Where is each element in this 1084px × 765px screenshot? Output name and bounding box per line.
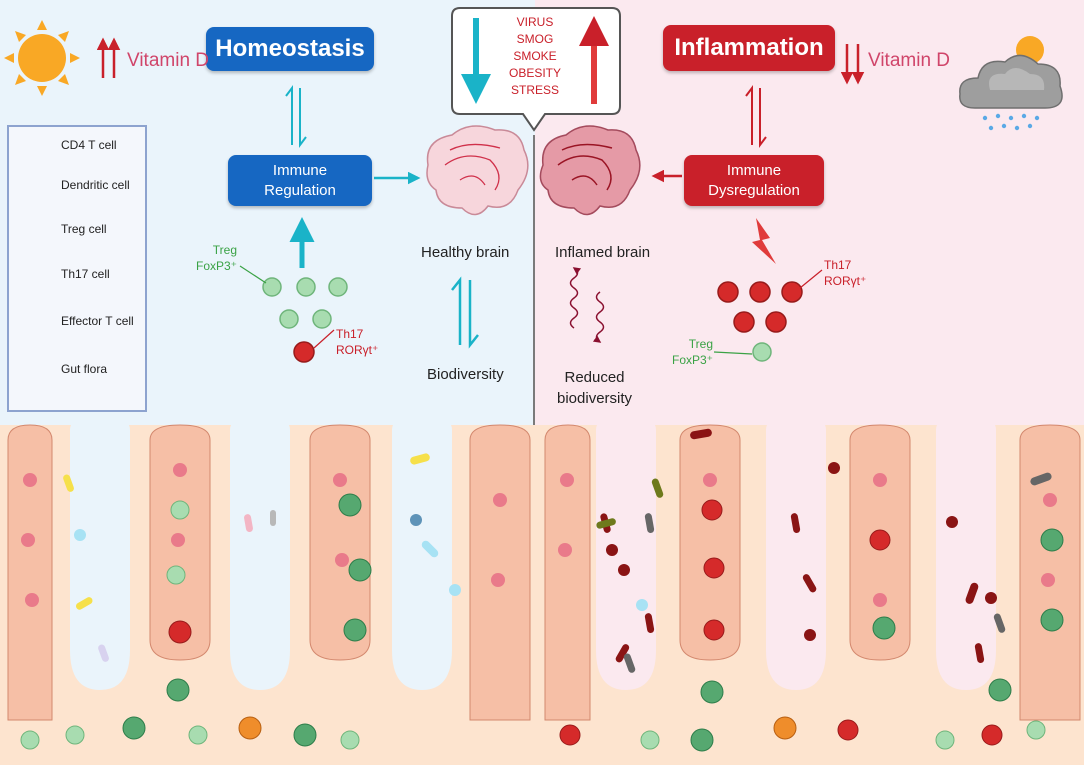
right-treg-marker: FoxP3⁺ xyxy=(672,353,714,367)
left-treg-pointer xyxy=(239,265,267,284)
left-th17-marker: RORγt⁺ xyxy=(336,343,379,357)
gut-villi-left xyxy=(0,415,535,765)
homeostasis-equilibrium-arrows xyxy=(285,85,307,148)
inflammation-box: Inflammation xyxy=(663,25,835,71)
immune-dysregulation-box: Immune Dysregulation xyxy=(684,155,824,206)
reduced-biodiversity-line-2: biodiversity xyxy=(557,390,633,407)
biodiversity-equilibrium-arrows xyxy=(451,276,479,349)
sun-icon xyxy=(4,20,80,96)
immune-dysregulation-line-1: Immune xyxy=(726,161,782,179)
inflammation-equilibrium-arrows xyxy=(745,85,767,148)
vitamin-d-down-arrows-icon xyxy=(840,44,865,85)
gut-villi-right xyxy=(535,415,1084,765)
right-cell-cluster xyxy=(717,281,803,362)
left-treg-name: Treg xyxy=(212,243,238,257)
rain-cloud-icon xyxy=(959,36,1063,131)
vitamin-d-label-right: Vitamin D xyxy=(868,50,951,71)
lightning-icon xyxy=(752,218,776,264)
healthy-brain-label: Healthy brain xyxy=(421,244,510,261)
legend-dendritic-cell: Dendritic cell xyxy=(61,178,130,192)
left-treg-label: Treg FoxP3⁺ xyxy=(196,242,237,274)
immune-dysregulation-line-2: Dysregulation xyxy=(708,181,800,199)
right-treg-pointer xyxy=(713,351,753,355)
left-treg-marker: FoxP3⁺ xyxy=(196,259,238,273)
immune-regulation-line-2: Regulation xyxy=(264,181,336,199)
homeostasis-title: Homeostasis xyxy=(215,35,365,62)
right-th17-pointer xyxy=(799,269,823,289)
factor-smog: SMOG xyxy=(516,32,554,46)
right-th17-marker: RORγt⁺ xyxy=(824,274,867,288)
inflammation-title: Inflammation xyxy=(674,34,824,61)
left-th17-pointer xyxy=(313,329,335,349)
environmental-factor-list: VIRUS SMOG SMOKE OBESITY STRESS xyxy=(503,14,567,99)
healthy-brain-icon xyxy=(426,125,529,216)
factor-virus: VIRUS xyxy=(516,15,554,29)
legend-treg-cell: Treg cell xyxy=(61,222,107,236)
left-cell-cluster xyxy=(262,277,348,363)
homeostasis-box: Homeostasis xyxy=(206,27,374,71)
legend-gut-flora: Gut flora xyxy=(61,362,108,376)
biodiversity-label: Biodiversity xyxy=(427,366,504,383)
vitamin-d-label-left: Vitamin D xyxy=(127,50,210,71)
inflamed-brain-label: Inflamed brain xyxy=(555,244,651,261)
right-treg-name: Treg xyxy=(688,337,714,351)
reduced-biodiversity-wave-arrows xyxy=(569,267,605,343)
right-treg-label: Treg FoxP3⁺ xyxy=(672,336,713,368)
legend: CD4 T cell Dendritic cell Treg cell Th17… xyxy=(7,125,147,412)
left-th17-name: Th17 xyxy=(336,327,364,341)
environmental-factors-callout xyxy=(451,7,621,132)
factor-obesity: OBESITY xyxy=(508,66,561,80)
left-th17-label: Th17 RORγt⁺ xyxy=(336,326,378,358)
vitamin-d-up-arrows-icon xyxy=(96,37,121,78)
factor-smoke: SMOKE xyxy=(513,49,557,63)
right-th17-label: Th17 RORγt⁺ xyxy=(824,257,866,289)
legend-effector-t-cell: Effector T cell xyxy=(61,314,134,328)
immune-regulation-line-1: Immune xyxy=(272,161,328,179)
reduced-biodiversity-label: Reduced biodiversity xyxy=(557,367,632,409)
reduced-biodiversity-line-1: Reduced xyxy=(564,369,625,386)
inflamed-brain-icon xyxy=(539,125,641,216)
legend-cd4-t-cell: CD4 T cell xyxy=(61,138,117,152)
factor-stress: STRESS xyxy=(510,83,559,97)
immune-regulation-box: Immune Regulation xyxy=(228,155,372,206)
legend-th17-cell: Th17 cell xyxy=(61,267,110,281)
right-th17-name: Th17 xyxy=(824,258,852,272)
